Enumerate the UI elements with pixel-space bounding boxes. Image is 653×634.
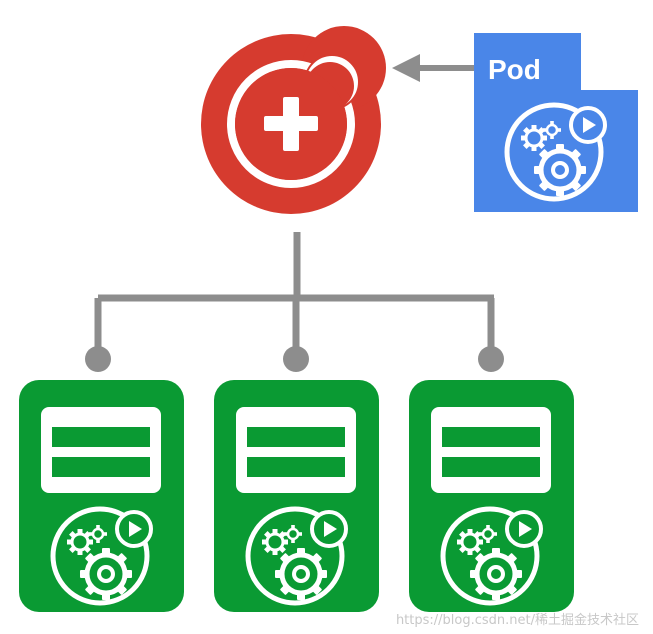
pod-document: Pod	[474, 33, 638, 212]
page-fold-corner	[578, 33, 638, 93]
replica-container	[214, 380, 379, 612]
pod-to-controller-arrow	[392, 54, 475, 82]
connector-tree	[94, 232, 495, 356]
replica-container	[19, 380, 184, 612]
replication-controller	[201, 26, 386, 214]
container-icon	[236, 407, 356, 493]
pod-label: Pod	[488, 54, 541, 85]
endpoint-dot-right	[478, 346, 504, 372]
watermark-text: https://blog.csdn.net/稀土掘金技术社区	[395, 613, 639, 628]
endpoint-dot-middle	[283, 346, 309, 372]
controller-ring	[227, 60, 355, 188]
endpoint-dot-left	[85, 346, 111, 372]
connector-endpoints	[85, 346, 504, 372]
replica-container	[409, 380, 574, 612]
container-icon	[41, 407, 161, 493]
container-icon	[431, 407, 551, 493]
plus-in-circle-icon	[264, 97, 318, 151]
